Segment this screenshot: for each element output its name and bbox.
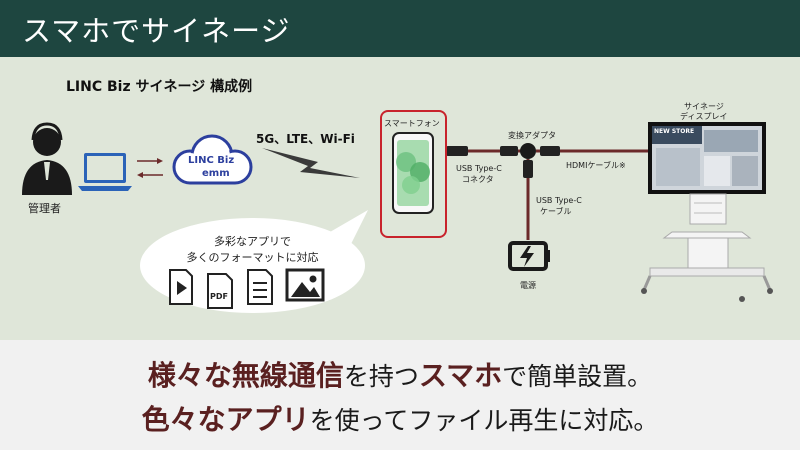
sync-arrows-icon <box>137 158 163 178</box>
adapter-icon <box>520 143 536 159</box>
footer-text: を持つ <box>343 362 419 391</box>
smartphone-icon <box>392 132 434 214</box>
cloud-icon <box>172 134 253 185</box>
laptop-icon <box>78 153 132 191</box>
footer-banner: 様々な無線通信を持つスマホで簡単設置。 色々なアプリを使ってファイル再生に対応。 <box>0 340 800 450</box>
image-file-icon <box>285 268 325 302</box>
smartphone-label: スマートフォン <box>384 119 440 128</box>
signage-label-line1: サイネージ <box>684 102 724 111</box>
bubble-text-line1: 多彩なアプリで <box>214 235 291 248</box>
admin-label: 管理者 <box>28 202 61 215</box>
footer-text: で簡単設置。 <box>502 362 653 391</box>
signage-label-line2: ディスプレイ <box>680 112 728 121</box>
network-label: 5G、LTE、Wi-Fi <box>256 132 355 146</box>
page-title: スマホでサイネージ <box>22 14 291 48</box>
footer-emphasis: 色々なアプリ <box>141 403 310 436</box>
power-icon <box>508 241 550 271</box>
pdf-icon-text: PDF <box>210 292 228 301</box>
usb-cable-label-line1: USB Type-C <box>536 196 582 205</box>
screen-store-text: NEW STORE <box>654 128 695 135</box>
power-label: 電源 <box>520 281 536 290</box>
hdmi-cable <box>536 146 648 156</box>
bubble-text-line2: 多くのフォーマットに対応 <box>186 251 319 264</box>
header-bar: スマホでサイネージ <box>0 0 800 57</box>
diagram-title: LINC Biz サイネージ 構成例 <box>66 79 253 95</box>
footer-emphasis: 様々な無線通信 <box>147 359 344 392</box>
usb-connector-label-line2: コネクタ <box>462 175 494 184</box>
usb-cable-label-line2: ケーブル <box>540 207 572 216</box>
usb-connector-cable <box>446 146 522 156</box>
cloud-label-line2: emm <box>202 168 230 179</box>
footer-text: を使ってファイル再生に対応。 <box>309 406 659 435</box>
footer-line-2: 色々なアプリを使ってファイル再生に対応。 <box>0 398 800 438</box>
document-file-icon <box>247 269 273 305</box>
hdmi-label: HDMIケーブル※ <box>566 161 626 170</box>
bubble-icons <box>169 268 325 309</box>
diagram-graphics <box>22 122 773 302</box>
pdf-file-icon <box>207 273 233 309</box>
wireless-bolt-icon <box>262 148 360 178</box>
usb-connector-label-line1: USB Type-C <box>456 164 502 173</box>
video-file-icon <box>169 269 193 305</box>
admin-person-icon <box>22 122 72 195</box>
smartphone-highlight-box <box>380 110 447 238</box>
footer-line-1: 様々な無線通信を持つスマホで簡単設置。 <box>0 354 800 394</box>
usb-power-cable <box>523 159 533 240</box>
adapter-label: 変換アダプタ <box>508 131 556 140</box>
signage-display-icon <box>641 122 773 302</box>
cloud-label-line1: LINC Biz <box>188 155 235 166</box>
footer-emphasis: スマホ <box>418 359 503 392</box>
